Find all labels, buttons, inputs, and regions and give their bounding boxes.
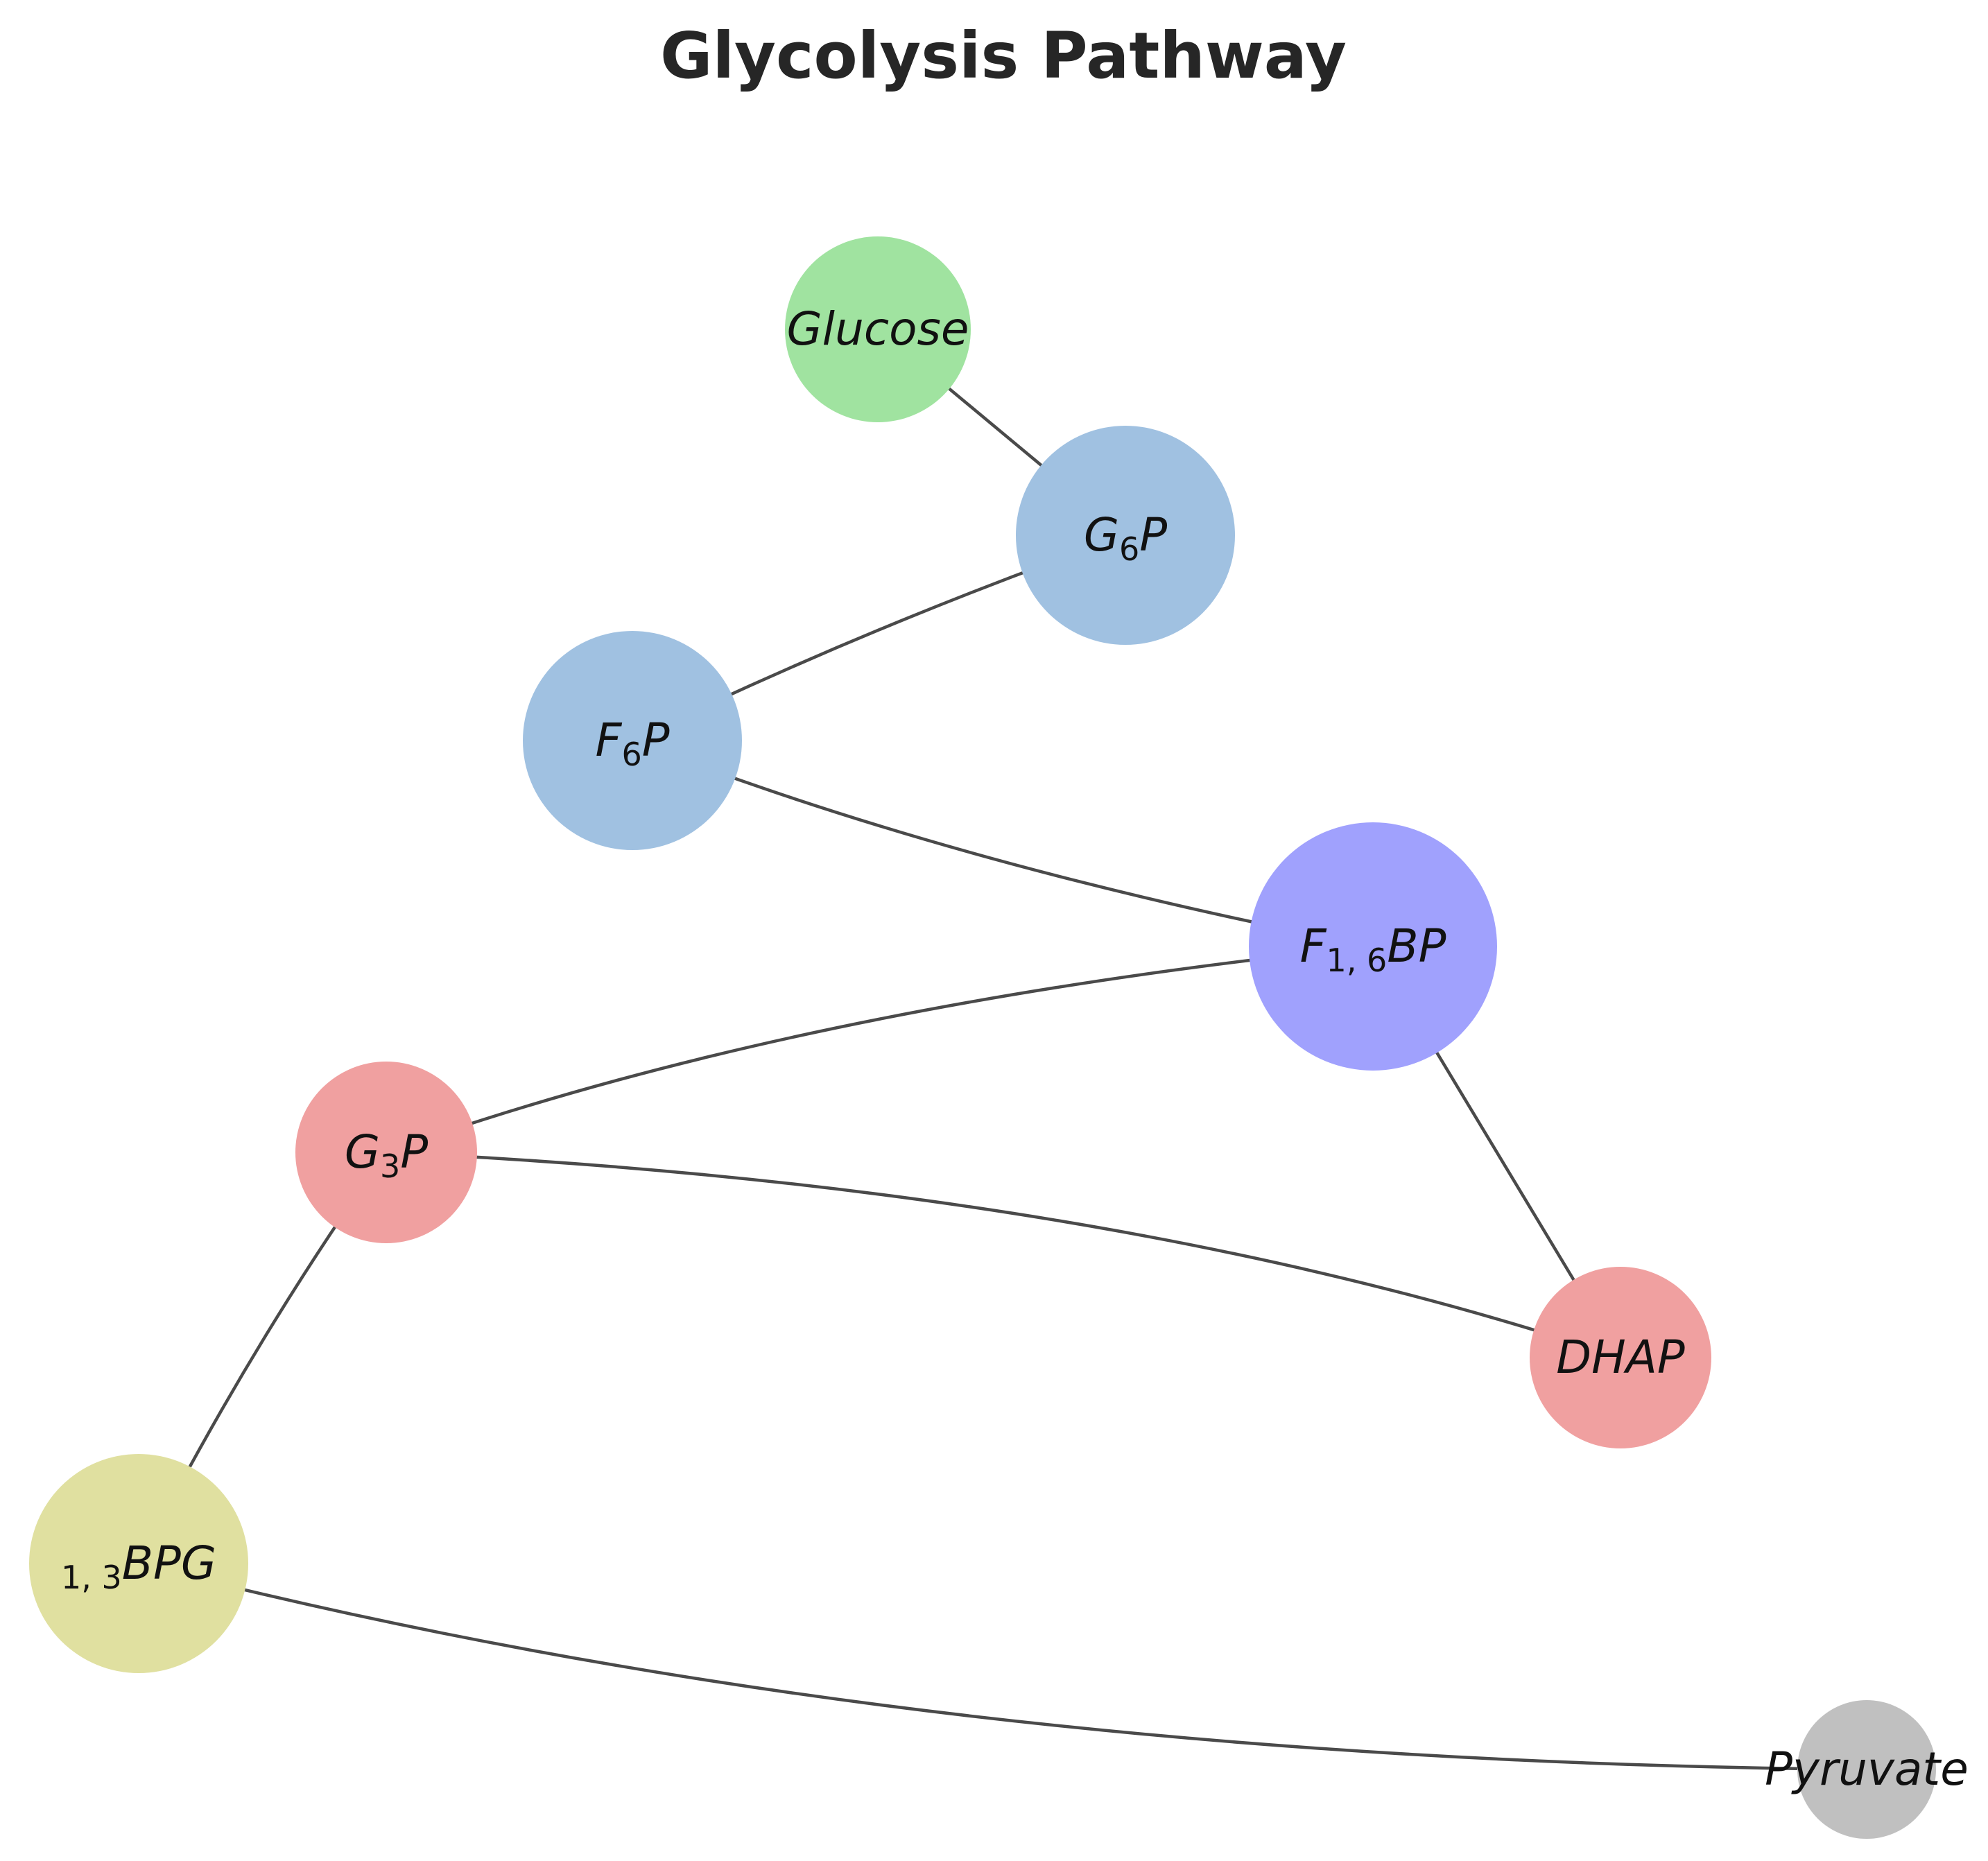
node-label-part: F [595,713,622,767]
node-label-glucose: Glucose [787,302,969,356]
node-label-part: 6 [1119,530,1139,568]
node-label-part: Pyruvate [1765,1742,1969,1796]
node-circle-glucose [785,236,971,422]
edges-layer [137,327,1869,1772]
node-label-part: DHAP [1556,1331,1685,1384]
node-label-part: P [1139,508,1167,562]
node-label-part: G [1084,508,1119,562]
node-label-part: G [345,1125,380,1179]
node-label-part: P [642,713,670,767]
edge-bpg13-pyruvate [137,1561,1869,1772]
node-label-part: BP [1387,919,1446,973]
node-g3p: G3P [295,1062,477,1243]
node-label-part: F [1300,919,1327,973]
node-label-g3p: G3P [345,1125,428,1185]
node-label-part: 6 [621,736,641,773]
edge-g3p-dhap [384,1150,1623,1360]
node-circle-f6p [523,631,742,850]
node-label-part: P [400,1125,428,1179]
node-label-part: BPG [122,1537,216,1590]
node-label-part: 3 [380,1148,400,1185]
diagram-title: Glycolysis Pathway [660,19,1347,93]
node-g6p: G6P [1016,426,1235,645]
node-label-dhap: DHAP [1556,1331,1685,1384]
node-circle-g3p [295,1062,477,1243]
node-f6p: F6P [523,631,742,850]
node-pyruvate: Pyruvate [1765,1700,1969,1839]
node-label-g6p: G6P [1084,508,1167,568]
node-label-f16bp: F1, 6BP [1300,919,1446,979]
node-circle-pyruvate [1797,1700,1936,1839]
node-bpg13: 1, 3BPG [29,1454,248,1673]
node-label-bpg13: 1, 3BPG [61,1537,216,1596]
node-dhap: DHAP [1530,1267,1711,1448]
node-f16bp: F1, 6BP [1249,822,1497,1071]
node-label-part: Glucose [787,302,969,356]
node-circle-dhap [1530,1267,1711,1448]
node-glucose: Glucose [785,236,971,422]
node-label-pyruvate: Pyruvate [1765,1742,1969,1796]
node-circle-bpg13 [29,1454,248,1673]
node-label-part: 1, 6 [1326,942,1388,979]
node-circle-f16bp [1249,822,1497,1071]
node-label-f6p: F6P [595,713,669,773]
node-label-part: 1, 3 [61,1559,122,1596]
edge-f16bp-g3p [384,944,1375,1154]
node-circle-g6p [1016,426,1235,645]
